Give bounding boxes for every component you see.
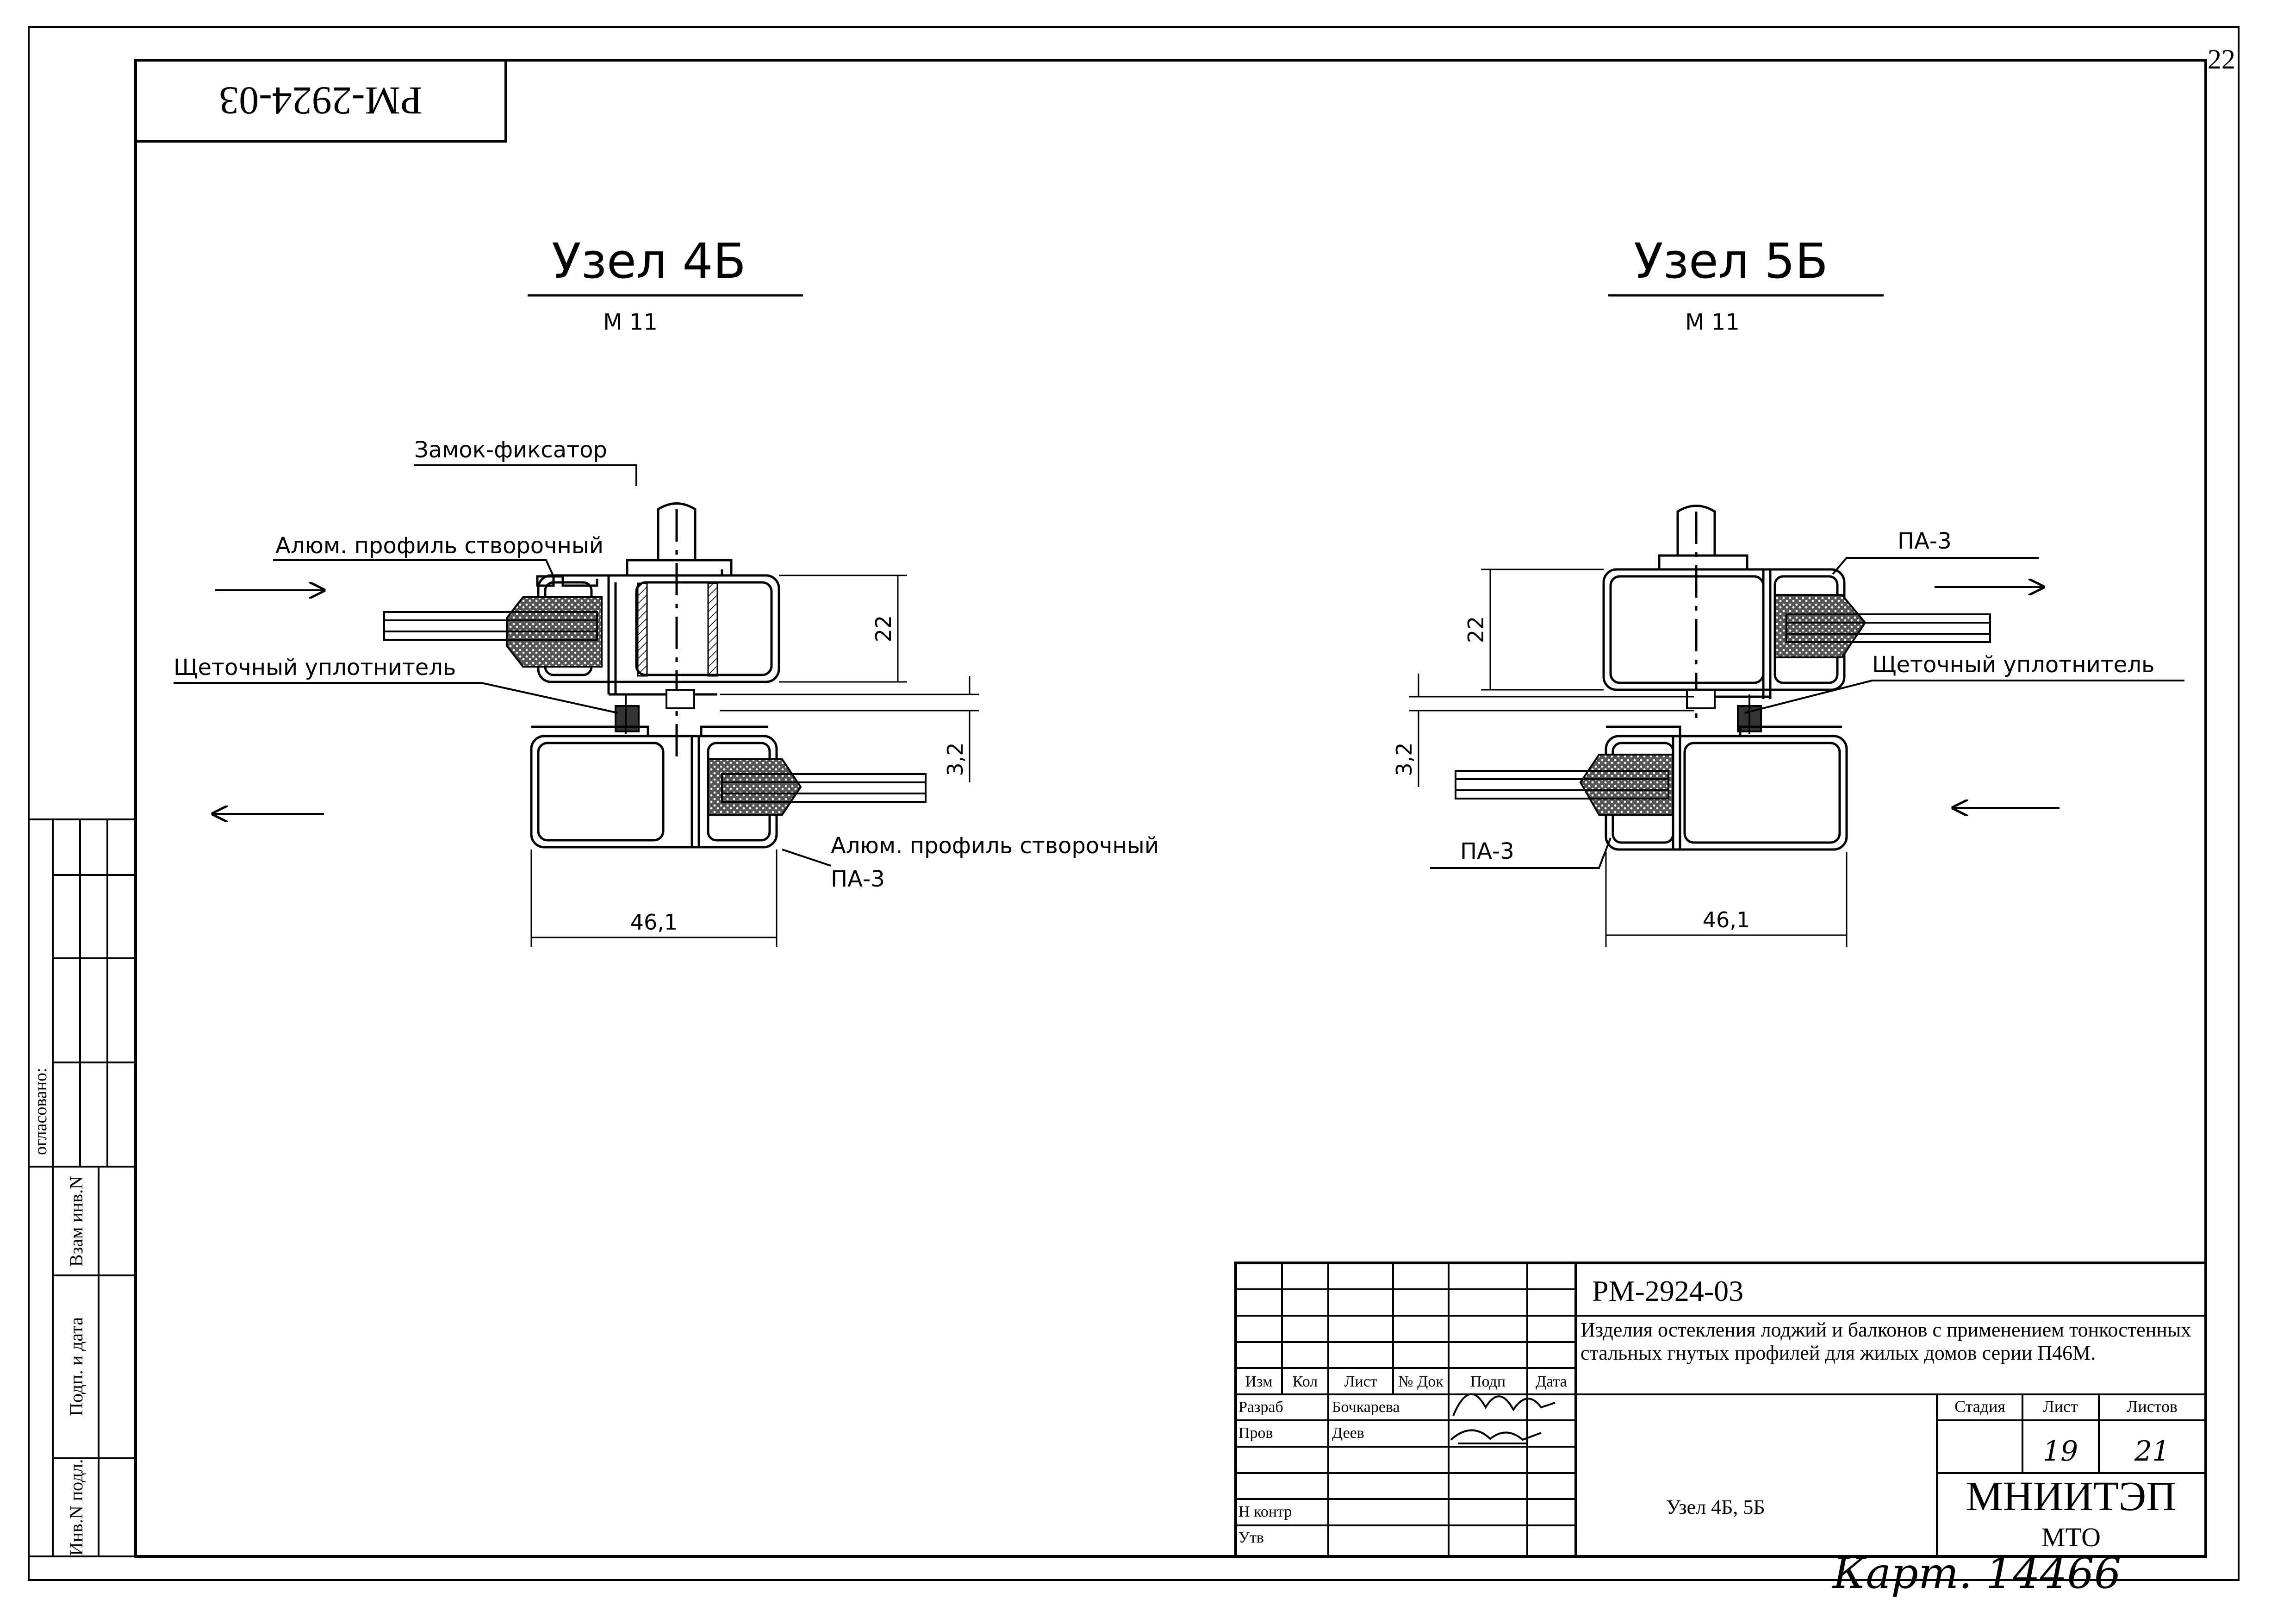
title-block-grid	[1234, 1262, 2207, 1558]
pa3-bottom-label-5b: ПА-3	[1460, 838, 1514, 864]
col-nodok: № Док	[1398, 1373, 1444, 1390]
col-podp: Подп	[1470, 1373, 1506, 1390]
left-strip	[28, 818, 137, 1557]
soglasovano-label: огласовано:	[31, 1068, 50, 1155]
node-5b-scale: М 11	[1685, 309, 1740, 335]
node-4b-title: Узел 4Б	[552, 233, 746, 289]
role-utv: Утв	[1238, 1529, 1264, 1546]
stamp-code: РМ-2924-03	[219, 79, 423, 123]
sheet-title: Узел 4Б, 5Б	[1666, 1496, 1765, 1518]
dim-22-4b: 22	[871, 615, 896, 643]
inv-podl-label: Инв.N подл.	[66, 1459, 87, 1556]
name-prov: Деев	[1332, 1424, 1364, 1442]
col-izm: Изм	[1245, 1373, 1272, 1390]
pa3-label-4b: ПА-3	[831, 866, 885, 892]
node-5b-seal-top	[1774, 594, 1867, 658]
org-name: МНИИТЭП	[1966, 1474, 2176, 1519]
doc-description: Изделия остекления лоджий и балконов с п…	[1580, 1318, 2191, 1364]
role-nkontr: Н контр	[1238, 1503, 1292, 1520]
node-4b-glass-bottom	[721, 773, 927, 803]
node-4b-leaders	[174, 464, 831, 867]
node-5b-leaders	[1430, 557, 2184, 869]
node-4b-hatch-left	[637, 582, 648, 677]
page-number: 22	[2208, 44, 2235, 75]
dim-3-2-5b: 3,2	[1392, 742, 1417, 776]
org-sub: МТО	[2041, 1522, 2101, 1552]
role-razrab: Разраб	[1238, 1399, 1283, 1416]
node-5b-title: Узел 5Б	[1634, 233, 1828, 289]
top-stamp: РМ-2924-03	[134, 59, 507, 143]
sheet-value: 19	[2043, 1435, 2078, 1468]
dim-3-2-4b: 3,2	[943, 742, 968, 776]
stage-label: Стадия	[1954, 1397, 2005, 1416]
dim-46-1-5b: 46,1	[1703, 907, 1750, 932]
dim-22-5b: 22	[1463, 616, 1488, 643]
node-4b: Узел 4Б М 11	[174, 233, 1159, 947]
pa3-top-label-5b: ПА-3	[1898, 528, 1952, 554]
node-5b-glass-bottom	[1455, 770, 1669, 800]
sheets-label: Листов	[2127, 1397, 2178, 1416]
description-box: Изделия остекления лоджий и балконов с п…	[1580, 1318, 2191, 1364]
col-data: Дата	[1536, 1373, 1567, 1390]
name-razrab: Бочкарева	[1332, 1399, 1400, 1416]
vzam-inv-label: Взам инв.N	[66, 1176, 87, 1267]
node-4b-hatch-right	[707, 582, 718, 677]
node-4b-scale: М 11	[603, 309, 658, 335]
profile-bottom-label: Алюм. профиль створочный	[831, 833, 1159, 859]
sheets-value: 21	[2134, 1435, 2170, 1468]
doc-code: РМ-2924-03	[1592, 1274, 1743, 1307]
lock-label: Замок-фиксатор	[414, 437, 607, 463]
sheet-frame	[28, 26, 2240, 1581]
signature-razrab	[1452, 1393, 1556, 1416]
dim-46-1-4b: 46,1	[630, 910, 678, 935]
signature-prov	[1450, 1429, 1542, 1444]
node-5b-glass-top	[1786, 613, 1991, 643]
podp-data-label: Подп. и дата	[66, 1317, 87, 1416]
node-5b-seal-bottom	[1579, 754, 1674, 816]
col-kol: Кол	[1293, 1373, 1318, 1390]
brush-seal-label-4b: Щеточный уплотнитель	[174, 655, 456, 681]
archive-note: Карт. 14466	[1832, 1549, 2121, 1598]
node-5b-dimension-lines	[1409, 568, 1848, 947]
profile-top-label: Алюм. профиль створочный	[275, 533, 604, 559]
col-list: Лист	[1344, 1373, 1377, 1390]
title-block: РМ-2924-03 Изделия остекления лоджий и б…	[1234, 1262, 2207, 1558]
sheet-label: Лист	[2043, 1397, 2078, 1416]
node-5b: Узел 5Б М 11	[1392, 233, 2184, 947]
brush-seal-label-5b: Щеточный уплотнитель	[1872, 652, 2154, 678]
role-prov: Пров	[1238, 1424, 1273, 1442]
node-4b-glass-top	[383, 611, 598, 641]
node-4b-dimension-lines	[530, 575, 979, 947]
